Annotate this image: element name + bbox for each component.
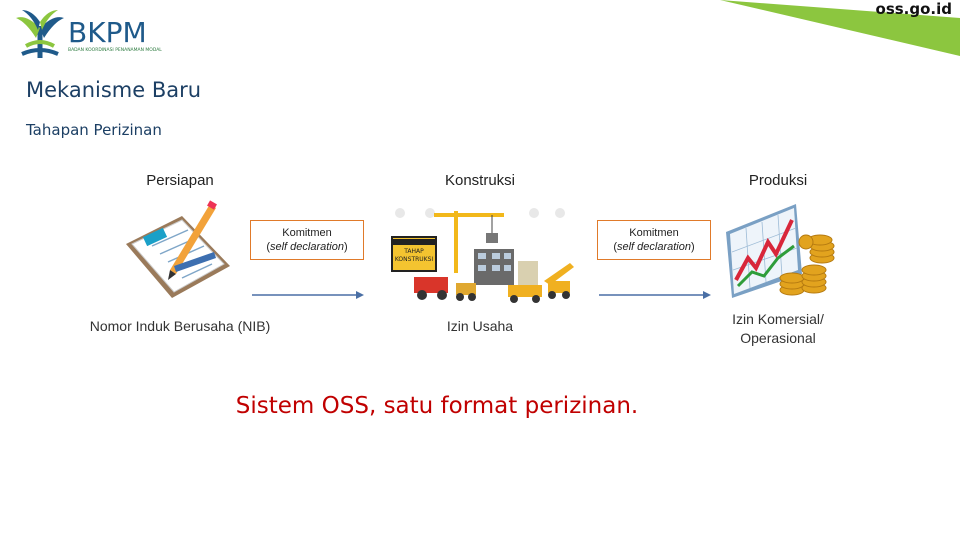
output-izin-komersial: Izin Komersial/ Operasional bbox=[690, 310, 866, 348]
stage-label-produksi: Produksi bbox=[748, 172, 808, 189]
commitment-box-2: Komitmen (self declaration) bbox=[597, 220, 711, 260]
section-subtitle: Tahapan Perizinan bbox=[26, 121, 162, 139]
bkpm-emblem-icon bbox=[16, 10, 64, 58]
output-nib: Nomor Induk Berusaha (NIB) bbox=[89, 318, 271, 334]
output-izin-usaha: Izin Usaha bbox=[446, 318, 514, 334]
logo-text: BKPM bbox=[68, 16, 147, 49]
arrow-right-icon bbox=[252, 291, 364, 299]
stage-label-konstruksi: Konstruksi bbox=[444, 172, 516, 189]
commitment-box-1: Komitmen (self declaration) bbox=[250, 220, 364, 260]
arrow-right-icon bbox=[599, 291, 711, 299]
output-line-2: Operasional bbox=[740, 330, 816, 346]
construction-site-icon: TAHAP KONSTRUKSI bbox=[391, 208, 574, 303]
svg-text:TAHAP: TAHAP bbox=[403, 248, 424, 255]
site-url[interactable]: oss.go.id bbox=[875, 0, 952, 18]
commitment-label: Komitmen bbox=[629, 227, 679, 239]
stage-label-persiapan: Persiapan bbox=[146, 172, 214, 189]
growth-chart-coins-icon bbox=[726, 204, 835, 298]
output-line-1: Izin Komersial/ bbox=[732, 311, 824, 327]
commitment-note: (self declaration) bbox=[266, 241, 348, 253]
page-title: Mekanisme Baru bbox=[26, 78, 202, 102]
bkpm-logo bbox=[12, 8, 202, 60]
clipboard-pen-icon bbox=[126, 200, 230, 298]
commitment-label: Komitmen bbox=[282, 227, 332, 239]
svg-text:KONSTRUKSI: KONSTRUKSI bbox=[395, 256, 434, 263]
tagline: Sistem OSS, satu format perizinan. bbox=[235, 393, 639, 419]
header-stripe bbox=[720, 0, 960, 56]
commitment-note: (self declaration) bbox=[613, 241, 695, 253]
logo-subtitle: BADAN KOORDINASI PENANAMAN MODAL bbox=[68, 48, 162, 53]
